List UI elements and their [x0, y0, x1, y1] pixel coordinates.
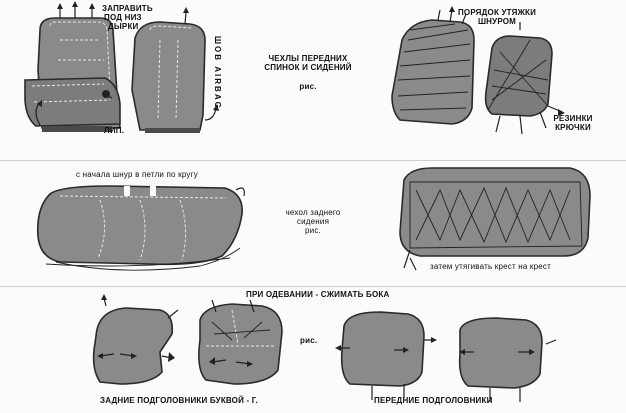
label-zapravit-line1: ЗАПРАВИТЬ — [102, 4, 153, 13]
label-poryadok-line2: ШНУРОМ — [477, 17, 517, 26]
caption-rear-cover-line1: чехол заднего — [285, 208, 341, 217]
label-poryadok-line1: ПОРЯДОК УТЯЖКИ — [457, 8, 537, 17]
label-zapravit-line2: ПОД НИЗ — [104, 13, 142, 22]
label-zapravit-line3: ДЫРКИ — [108, 22, 139, 31]
caption-headrests-ris: рис. — [300, 336, 318, 345]
seat-back-right — [131, 21, 206, 131]
rear-headrest-1 — [92, 307, 174, 385]
label-rezinki-line2: КРЮЧКИ — [555, 123, 591, 132]
front-headrest-1 — [340, 311, 425, 387]
label-lip: ЛИП. — [104, 126, 125, 135]
divider-1 — [0, 160, 626, 161]
caption-front-covers-ris: рис. — [299, 82, 317, 91]
label-zatem: затем утягивать крест на крест — [430, 262, 551, 271]
rear-seat-cover — [36, 185, 243, 266]
label-rezinki-line1: РЕЗИНКИ — [553, 114, 593, 123]
label-s-nachala: с начала шнур в петли по кругу — [76, 170, 198, 179]
label-zadnie-podgolovniki: ЗАДНИЕ ПОДГОЛОВНИКИ БУКВОЙ - Г. — [100, 396, 258, 405]
divider-2 — [0, 286, 626, 287]
seat-cover-laced — [484, 35, 553, 117]
seat-cushion-left — [24, 77, 121, 127]
caption-front-covers-line2: СПИНОК И СИДЕНИЙ — [264, 63, 352, 72]
cross-lacing — [415, 186, 571, 244]
label-pri-odevanii: ПРИ ОДЕВАНИИ - СЖИМАТЬ БОКА — [246, 290, 390, 299]
rear-headrest-2 — [198, 303, 283, 385]
caption-rear-cover-line2: сидения — [296, 217, 330, 226]
label-perednie-podgolovniki: ПЕРЕДНИЕ ПОДГОЛОВНИКИ — [374, 396, 493, 405]
caption-front-covers-line1: ЧЕХЛЫ ПЕРЕДНИХ — [268, 54, 348, 63]
caption-rear-cover-ris: рис. — [305, 226, 321, 235]
front-headrest-2 — [458, 317, 543, 389]
